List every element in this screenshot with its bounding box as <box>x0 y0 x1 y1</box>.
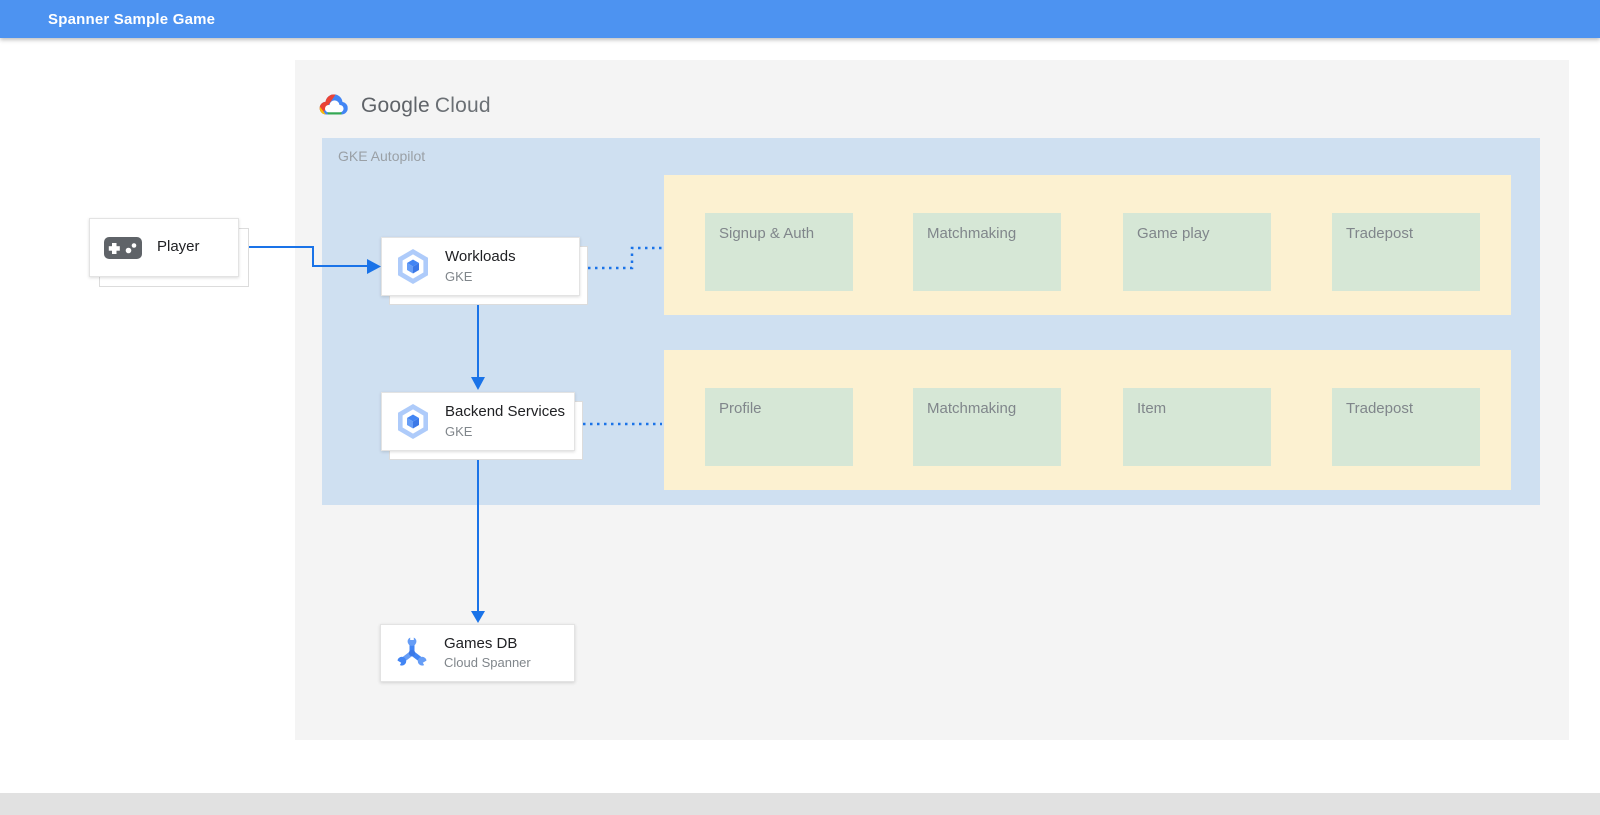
workload-services-group: Signup & Auth Matchmaking Game play Trad… <box>664 175 1511 315</box>
bottom-strip <box>0 793 1600 815</box>
gamesdb-subtitle: Cloud Spanner <box>444 655 531 671</box>
service-item: Item <box>1123 388 1271 466</box>
player-node: Player <box>89 218 239 277</box>
cloud-spanner-icon <box>394 635 430 671</box>
service-signup-auth: Signup & Auth <box>705 213 853 291</box>
backend-services-node: Backend Services GKE <box>381 392 575 451</box>
workloads-title: Workloads <box>445 248 516 265</box>
gamepad-icon <box>103 236 143 260</box>
backend-subtitle: GKE <box>445 423 473 439</box>
games-db-node: Games DB Cloud Spanner <box>380 624 575 682</box>
gke-autopilot-container: GKE Autopilot Signup & Auth Matchmaking … <box>322 138 1540 505</box>
gke-hexagon-icon <box>395 248 431 286</box>
backend-title: Backend Services <box>445 403 566 420</box>
app-title-bar: Spanner Sample Game <box>0 0 1600 38</box>
service-tradepost-2: Tradepost <box>1332 388 1480 466</box>
service-matchmaking-2: Matchmaking <box>913 388 1061 466</box>
service-profile: Profile <box>705 388 853 466</box>
player-label: Player <box>157 238 200 256</box>
backend-services-group: Profile Matchmaking Item Tradepost <box>664 350 1511 490</box>
service-game-play: Game play <box>1123 213 1271 291</box>
google-cloud-icon <box>317 92 351 120</box>
service-matchmaking-1: Matchmaking <box>913 213 1061 291</box>
gke-hexagon-icon <box>395 403 431 441</box>
service-tradepost-1: Tradepost <box>1332 213 1480 291</box>
workloads-node: Workloads GKE <box>381 237 580 296</box>
page-title: Spanner Sample Game <box>48 10 216 28</box>
workloads-subtitle: GKE <box>445 268 473 284</box>
gke-autopilot-label: GKE Autopilot <box>338 148 426 164</box>
gamesdb-title: Games DB <box>444 634 518 652</box>
